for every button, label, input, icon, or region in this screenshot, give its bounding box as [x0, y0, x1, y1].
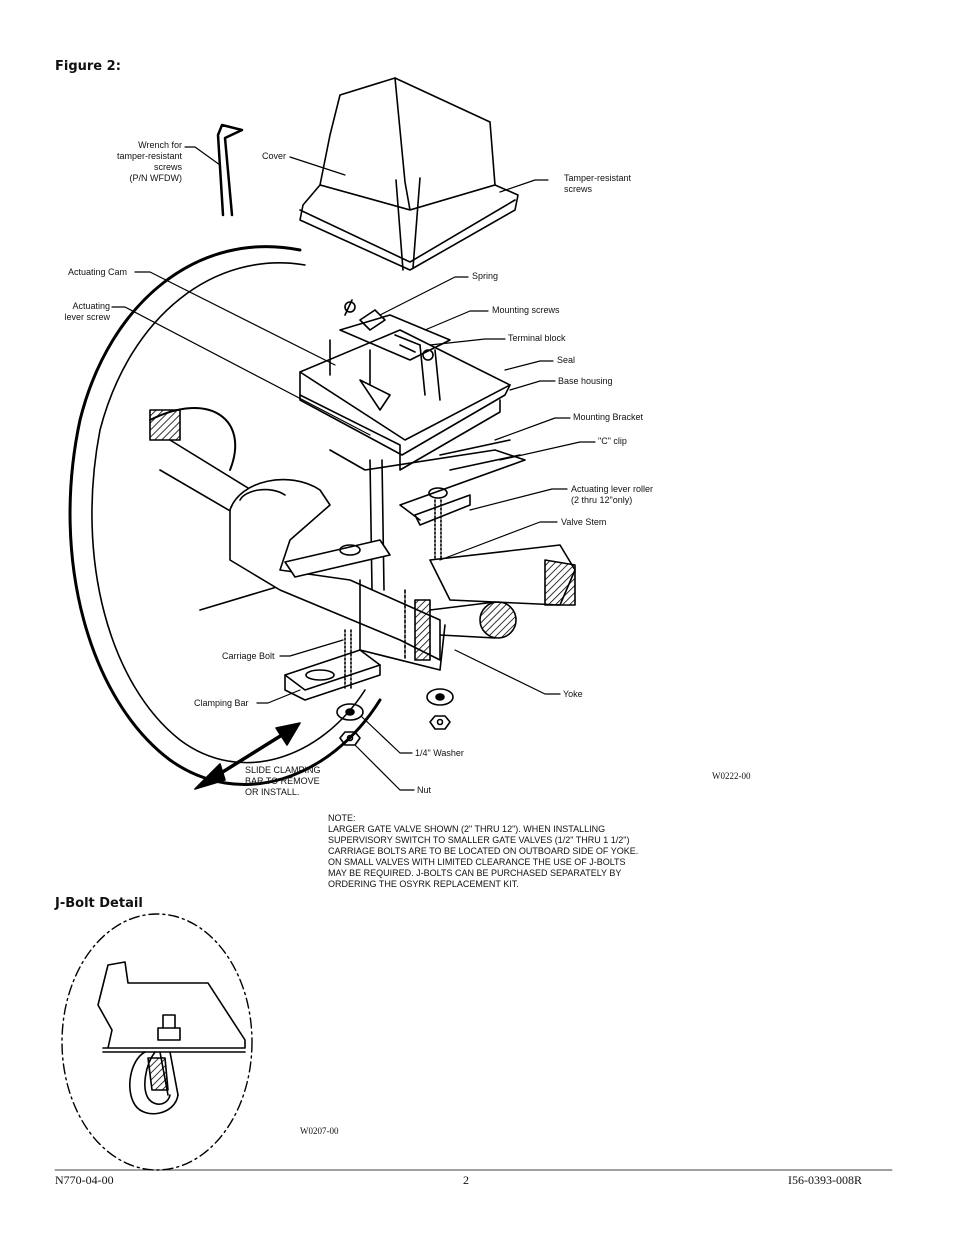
label-wrench-line: Wrench for — [138, 140, 182, 150]
note-line: ORDERING THE OSYRK REPLACEMENT KIT. — [328, 879, 519, 889]
washers-nuts — [336, 688, 454, 746]
label-lever-screw-line: lever screw — [64, 312, 110, 322]
label-slide-line: SLIDE CLAMPING — [245, 765, 321, 775]
label-spring: Spring — [472, 271, 499, 281]
valve-stem — [369, 459, 576, 639]
label-actuating-lever-screw: Actuating lever screw — [50, 301, 110, 323]
label-slide-line: BAR TO REMOVE — [245, 776, 320, 786]
label-wrench-line: (P/N WFDW) — [129, 173, 182, 183]
figure-title: Figure 2: — [55, 59, 121, 74]
installation-note: NOTE: LARGER GATE VALVE SHOWN (2" THRU 1… — [328, 813, 638, 890]
leader-lines — [111, 146, 596, 791]
jbolt-title: J-Bolt Detail — [55, 896, 143, 911]
label-terminal-block: Terminal block — [508, 333, 566, 343]
label-mounting-bracket: Mounting Bracket — [573, 412, 644, 422]
footer-part-number: I56-0393-008R — [788, 1173, 862, 1187]
wrench — [216, 123, 244, 217]
mounting-bracket — [329, 439, 526, 526]
label-lever-roller: Actuating lever roller (2 thru 12"only) — [571, 484, 653, 506]
label-lever-screw-line: Actuating — [72, 301, 110, 311]
label-c-clip: "C" clip — [598, 436, 627, 446]
label-valve-stem: Valve Stem — [561, 517, 607, 527]
label-tamper-screws: Tamper-resistant screws — [564, 173, 631, 195]
jbolt-detail — [61, 913, 253, 1171]
clamping-bar — [284, 539, 391, 701]
label-mounting-screws: Mounting screws — [492, 305, 560, 315]
label-slide-line: OR INSTALL. — [245, 787, 300, 797]
drawing-code-1: W0222-00 — [712, 771, 751, 781]
note-line: SUPERVISORY SWITCH TO SMALLER GATE VALVE… — [328, 835, 630, 845]
note-line: NOTE: — [328, 813, 356, 823]
label-lever-roller-line: (2 thru 12"only) — [571, 495, 633, 505]
base-housing — [299, 299, 511, 471]
label-wrench: Wrench for tamper-resistant screws (P/N … — [100, 140, 182, 184]
label-wrench-line: tamper-resistant — [116, 151, 182, 161]
footer-doc-number: N770-04-00 — [55, 1173, 114, 1187]
drawing-code-2: W0207-00 — [300, 1126, 339, 1136]
label-lever-roller-line: Actuating lever roller — [571, 484, 654, 494]
label-cover: Cover — [262, 151, 287, 161]
note-line: LARGER GATE VALVE SHOWN (2" THRU 12"). W… — [328, 824, 606, 834]
footer-page-number: 2 — [463, 1173, 469, 1187]
label-clamping-bar: Clamping Bar — [194, 698, 249, 708]
label-slide: SLIDE CLAMPING BAR TO REMOVE OR INSTALL. — [245, 765, 321, 798]
label-base-housing: Base housing — [558, 376, 613, 386]
note-line: MAY BE REQUIRED. J-BOLTS CAN BE PURCHASE… — [328, 868, 622, 878]
label-wrench-line: screws — [153, 162, 182, 172]
yoke — [229, 478, 446, 671]
label-seal: Seal — [557, 355, 576, 365]
label-nut: Nut — [417, 785, 432, 795]
label-tamper-line: screws — [564, 184, 593, 194]
note-line: CARRIAGE BOLTS ARE TO BE LOCATED ON OUTB… — [328, 846, 639, 856]
label-washer: 1/4" Washer — [415, 748, 464, 758]
label-tamper-line: Tamper-resistant — [564, 173, 632, 183]
label-yoke: Yoke — [563, 689, 583, 699]
label-actuating-cam: Actuating Cam — [68, 267, 128, 277]
cover — [299, 77, 519, 271]
label-carriage-bolt: Carriage Bolt — [222, 651, 275, 661]
carriage-bolt — [344, 629, 352, 691]
note-line: ON SMALL VALVES WITH LIMITED CLEARANCE T… — [328, 857, 626, 867]
